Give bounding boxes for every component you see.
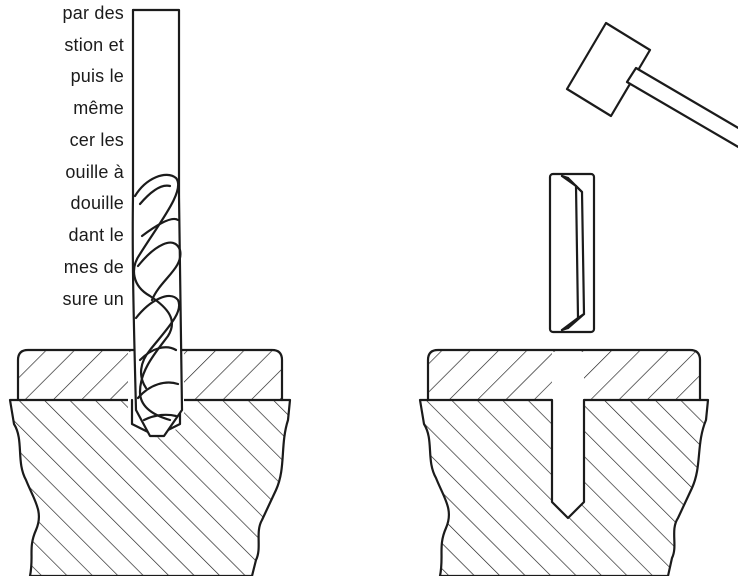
insertion-step — [418, 21, 738, 576]
dowel-sleeve-icon — [548, 172, 596, 334]
text-line: puis le — [70, 66, 124, 86]
text-line: cer les — [69, 130, 124, 150]
text-line: mes de — [63, 257, 124, 277]
drill-bit-icon — [131, 8, 184, 438]
text-line: stion et — [64, 35, 124, 55]
text-line: douille — [70, 193, 124, 213]
left-base-block — [8, 398, 292, 576]
text-line: dant le — [68, 225, 124, 245]
text-line: même — [73, 98, 124, 118]
drilling-step — [8, 8, 292, 576]
text-line: sure un — [62, 289, 124, 309]
text-line: par des — [62, 3, 124, 23]
text-line: ouille à — [65, 162, 124, 182]
right-drilled-hole — [550, 352, 586, 520]
hammer-icon — [565, 21, 738, 149]
